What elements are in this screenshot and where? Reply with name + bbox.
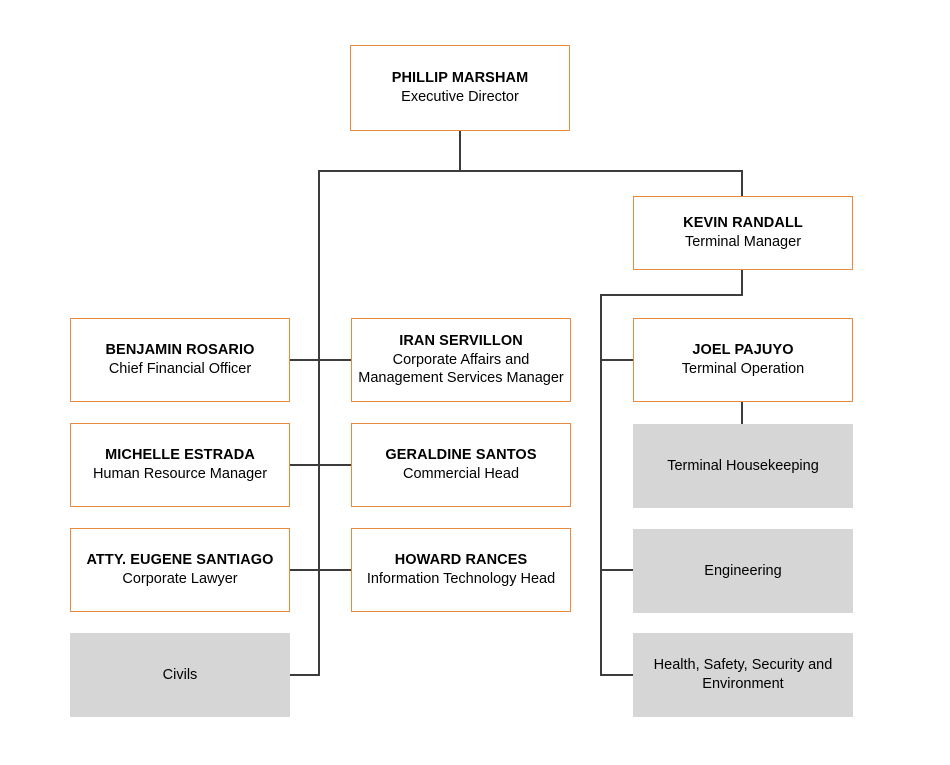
node-name-information-technology-head: HOWARD RANCES — [394, 552, 528, 569]
connector-ed-stem — [459, 131, 461, 171]
node-name-human-resource-manager: MICHELLE ESTRADA — [105, 447, 255, 464]
node-name-executive-director: PHILLIP MARSHAM — [391, 70, 529, 87]
node-title-commercial-head: Commercial Head — [402, 466, 520, 482]
connector-tm-stem — [741, 170, 743, 196]
node-name-corporate-affairs-manager: IRAN SERVILLON — [399, 333, 523, 350]
node-human-resource-manager[interactable]: MICHELLE ESTRADA Human Resource Manager — [70, 423, 290, 507]
node-label-civils: Civils — [162, 666, 198, 683]
node-title-executive-director: Executive Director — [401, 89, 519, 105]
node-title-information-technology-head: Information Technology Head — [366, 571, 556, 587]
connector-stub-hsse — [600, 674, 634, 676]
node-executive-director[interactable]: PHILLIP MARSHAM Executive Director — [350, 45, 570, 131]
node-name-corporate-lawyer: ATTY. EUGENE SANTIAGO — [86, 552, 274, 569]
connector-tm-bus — [600, 294, 743, 296]
node-terminal-operation[interactable]: JOEL PAJUYO Terminal Operation — [633, 318, 853, 402]
node-health-safety-security-environment[interactable]: Health, Safety, Security and Environment — [633, 633, 853, 717]
node-name-terminal-manager: KEVIN RANDALL — [683, 215, 803, 232]
connector-stub-row2-left — [290, 464, 352, 466]
node-label-health-safety-security-environment: Health, Safety, Security and Environment — [653, 657, 833, 692]
node-title-corporate-affairs-manager: Corporate Affairs and Management Service… — [358, 351, 564, 387]
connector-ed-bus — [318, 170, 743, 172]
node-title-human-resource-manager: Human Resource Manager — [92, 466, 268, 482]
node-corporate-lawyer[interactable]: ATTY. EUGENE SANTIAGO Corporate Lawyer — [70, 528, 290, 612]
node-name-chief-financial-officer: BENJAMIN ROSARIO — [105, 342, 255, 359]
connector-stub-engineering — [600, 569, 634, 571]
node-corporate-affairs-manager[interactable]: IRAN SERVILLON Corporate Affairs and Man… — [351, 318, 571, 402]
node-title-terminal-operation: Terminal Operation — [681, 361, 805, 377]
connector-stub-terminal-operation — [600, 359, 634, 361]
node-name-commercial-head: GERALDINE SANTOS — [385, 447, 537, 464]
node-title-terminal-manager: Terminal Manager — [684, 234, 802, 250]
node-chief-financial-officer[interactable]: BENJAMIN ROSARIO Chief Financial Officer — [70, 318, 290, 402]
node-label-engineering: Engineering — [704, 562, 782, 579]
connector-left-trunk — [318, 170, 320, 676]
connector-tm-down — [741, 270, 743, 296]
node-civils[interactable]: Civils — [70, 633, 290, 717]
connector-operation-housekeeping — [741, 400, 743, 424]
connector-stub-civils — [290, 674, 320, 676]
node-title-corporate-lawyer: Corporate Lawyer — [122, 571, 238, 587]
node-name-terminal-operation: JOEL PAJUYO — [692, 342, 794, 359]
connector-right-trunk — [600, 294, 602, 676]
connector-stub-row3-left — [290, 569, 352, 571]
node-commercial-head[interactable]: GERALDINE SANTOS Commercial Head — [351, 423, 571, 507]
node-label-terminal-housekeeping: Terminal Housekeeping — [667, 457, 819, 474]
node-information-technology-head[interactable]: HOWARD RANCES Information Technology Hea… — [351, 528, 571, 612]
node-terminal-housekeeping[interactable]: Terminal Housekeeping — [633, 424, 853, 508]
node-engineering[interactable]: Engineering — [633, 529, 853, 613]
connector-stub-row1-left — [290, 359, 352, 361]
node-title-chief-financial-officer: Chief Financial Officer — [108, 361, 252, 377]
node-terminal-manager[interactable]: KEVIN RANDALL Terminal Manager — [633, 196, 853, 270]
